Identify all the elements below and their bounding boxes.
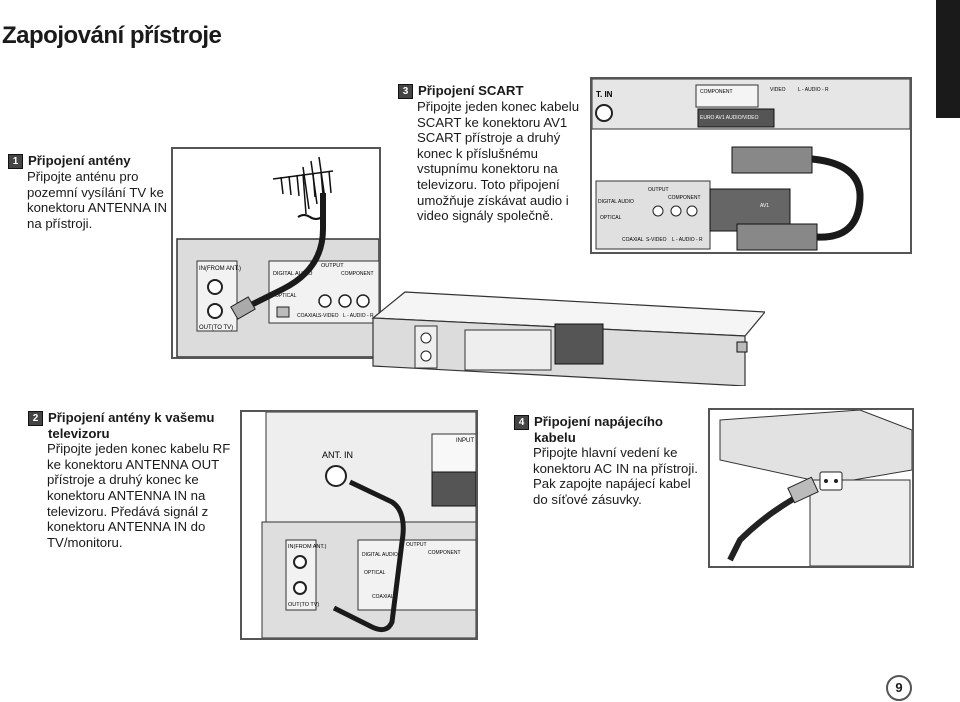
optical-label: OPTICAL (275, 293, 297, 299)
tv-fig-optical-label: OPTICAL (364, 570, 386, 576)
scart-plug-bottom (736, 223, 818, 251)
rf-out-label: OUT(TO TV) (199, 325, 233, 331)
tv-euro-label: EURO AV1 AUDIO/VIDEO (700, 115, 759, 121)
section-body: Připojte anténu pro pozemní vysílání TV … (27, 169, 167, 231)
tv-antenna-illustration: ANT. IN INPUT IN(FROM ANT.) OUT(TO TV) D… (261, 411, 477, 639)
rec-component-label: COMPONENT (668, 195, 701, 201)
tv-input-label: INPUT (456, 438, 474, 444)
tv-antenna-figure: ANT. IN INPUT IN(FROM ANT.) OUT(TO TV) D… (240, 410, 478, 640)
audio-label: L - AUDIO - R (343, 313, 374, 319)
tv-audio-label: L - AUDIO - R (798, 87, 829, 93)
rec-s-video-label: S-VIDEO (646, 237, 667, 243)
tv-fig-component-label: COMPONENT (428, 550, 461, 556)
rec-output-label: OUTPUT (648, 187, 669, 193)
section-body: Připojte hlavní vedení ke konektoru AC I… (533, 445, 698, 507)
section-heading: Připojení antény k vašemu televizoru (48, 410, 215, 441)
ac-in-socket (819, 471, 843, 491)
section-heading: Připojení napájecího kabelu (534, 414, 663, 445)
tv-ant-in-label: ANT. IN (322, 450, 353, 460)
section-number: 4 (514, 415, 529, 430)
section-heading: Připojení antény (28, 153, 131, 168)
output-label: OUTPUT (321, 263, 344, 269)
scart-illustration: T. IN COMPONENT VIDEO L - AUDIO - R EURO… (591, 78, 911, 251)
section-number: 3 (398, 84, 413, 99)
power-illustration (719, 409, 913, 567)
rec-optical-label: OPTICAL (600, 215, 622, 221)
rf-in-label: IN(FROM ANT.) (199, 266, 241, 272)
section-number: 1 (8, 154, 23, 169)
antenna-illustration: IN(FROM ANT.) OUT(TO TV) DIGITAL AUDIO O… (176, 156, 380, 358)
power-plug (787, 476, 819, 504)
antenna-connection-figure: IN(FROM ANT.) OUT(TO TV) DIGITAL AUDIO O… (171, 147, 381, 359)
coaxial-label: COAXIAL (297, 313, 319, 319)
rec-digital-audio-label: DIGITAL AUDIO (598, 199, 634, 205)
section-2: 2 Připojení antény k vašemu televizoru Př… (28, 410, 233, 550)
section-3: 3 Připojení SCART Připojte jeden konec ka… (398, 83, 580, 224)
rf-cable (241, 193, 326, 312)
recorder-rear-illustration (365, 288, 767, 387)
section-body: Připojte jeden konec kabelu RF ke konekt… (47, 441, 231, 550)
tv-fig-rf-out-label: OUT(TO TV) (288, 602, 319, 608)
tv-fig-digital-audio-label: DIGITAL AUDIO (362, 552, 398, 558)
scart-cable (811, 155, 864, 241)
tv-in-label: T. IN (596, 90, 613, 99)
section-1: 1 Připojení antény Připojte anténu pro po… (8, 153, 168, 231)
rec-audio-label: L - AUDIO - R (672, 237, 703, 243)
tv-fig-rf-in-label: IN(FROM ANT.) (288, 544, 327, 550)
rec-coaxial-label: COAXIAL (622, 237, 644, 243)
tv-fig-output-label: OUTPUT (406, 542, 427, 548)
digital-audio-label: DIGITAL AUDIO (273, 271, 313, 277)
section-number: 2 (28, 411, 43, 426)
page-title: Zapojování přístroje (2, 22, 222, 49)
s-video-label: S-VIDEO (318, 313, 339, 319)
tv-component-label: COMPONENT (700, 89, 733, 95)
section-body: Připojte jeden konec kabelu SCART ke kon… (417, 99, 580, 224)
scart-connection-figure: T. IN COMPONENT VIDEO L - AUDIO - R EURO… (590, 77, 912, 254)
component-label: COMPONENT (341, 271, 374, 277)
rf-cable-to-tv (332, 479, 406, 633)
tv-fig-coaxial-label: COAXIAL (372, 594, 394, 600)
power-connection-figure (708, 408, 914, 568)
section-heading: Připojení SCART (418, 83, 524, 98)
tv-antenna-icon (272, 156, 334, 220)
page-number: 9 (886, 675, 912, 701)
chapter-tab (936, 0, 960, 118)
av1-label: AV1 (760, 203, 769, 209)
scart-plug-top (731, 146, 813, 174)
section-4: 4 Připojení napájecího kabelu Připojte hl… (514, 414, 704, 508)
tv-video-label: VIDEO (770, 87, 786, 93)
